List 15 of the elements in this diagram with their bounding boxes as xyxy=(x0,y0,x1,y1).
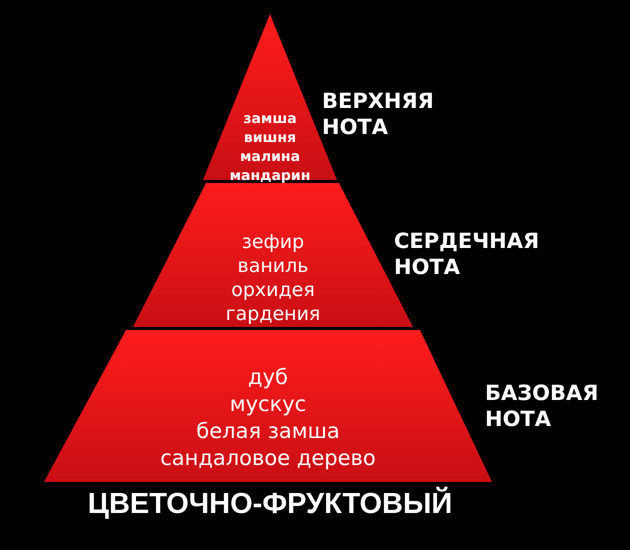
note-ingredient: гардения xyxy=(226,302,320,326)
note-ingredient: вишня xyxy=(244,129,296,148)
tier-label: ВЕРХНЯЯ НОТА xyxy=(322,88,435,140)
note-ingredient: малина xyxy=(240,148,300,167)
note-ingredient: зефир xyxy=(242,230,304,254)
title: ЦВЕТОЧНО-ФРУКТОВЫЙ xyxy=(86,488,454,521)
note-ingredient: белая замша xyxy=(196,418,340,445)
tier-label: БАЗОВАЯ НОТА xyxy=(485,380,600,432)
note-ingredient: мускус xyxy=(230,391,306,418)
note-ingredient: дуб xyxy=(248,364,288,391)
note-ingredient: сандаловое дерево xyxy=(160,445,376,472)
note-ingredient: мандарин xyxy=(230,167,310,186)
note-ingredient: орхидея xyxy=(231,278,315,302)
note-ingredient: замша xyxy=(243,110,297,129)
note-ingredient: ваниль xyxy=(238,254,308,278)
